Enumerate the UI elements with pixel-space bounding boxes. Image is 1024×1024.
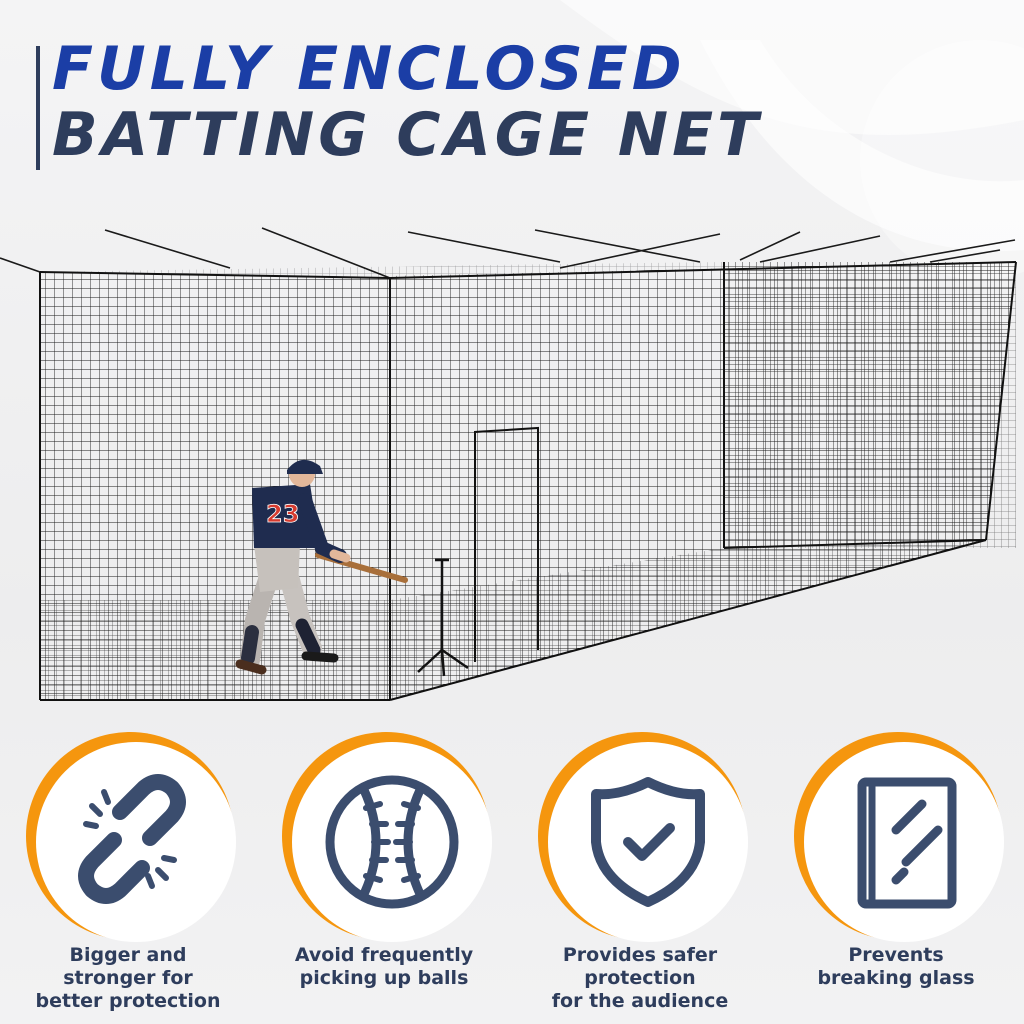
cage-end-wall [40,272,390,700]
cage-roof [40,262,1016,278]
feature-badge [280,730,492,942]
page-title: FULLY ENCLOSED BATTING CAGE NET [52,36,762,168]
feature-label: Bigger and stronger for better protectio… [35,944,221,1012]
cage-frame [39,261,1017,701]
glass-pane-icon [794,732,1004,942]
title-line-2: BATTING CAGE NET [52,100,763,170]
feature-badge [792,730,1004,942]
feature-label: Provides safer protection for the audien… [551,944,729,1012]
jersey-number: 23 [266,500,299,528]
feature-item: Provides safer protection for the audien… [512,720,768,1024]
feature-badge [24,730,236,942]
feature-badge [536,730,748,942]
title-line-1: FULLY ENCLOSED [52,34,686,104]
batter-figure [235,459,408,675]
batting-cage-illustration: 23 [0,227,1017,701]
feature-item: Bigger and stronger for better protectio… [0,720,256,1024]
feature-item: Prevents breaking glass [768,720,1024,1024]
shield-check-icon [538,732,748,942]
cage-door [474,426,539,662]
broken-chain-icon [26,732,236,942]
title-accent-bar [36,46,40,170]
feature-item: Avoid frequently picking up balls [256,720,512,1024]
feature-list: Bigger and stronger for better protectio… [0,720,1024,1024]
feature-label: Avoid frequently picking up balls [294,944,474,989]
feature-label: Prevents breaking glass [817,944,975,989]
baseball-icon [282,732,492,942]
batting-tee [417,558,469,677]
